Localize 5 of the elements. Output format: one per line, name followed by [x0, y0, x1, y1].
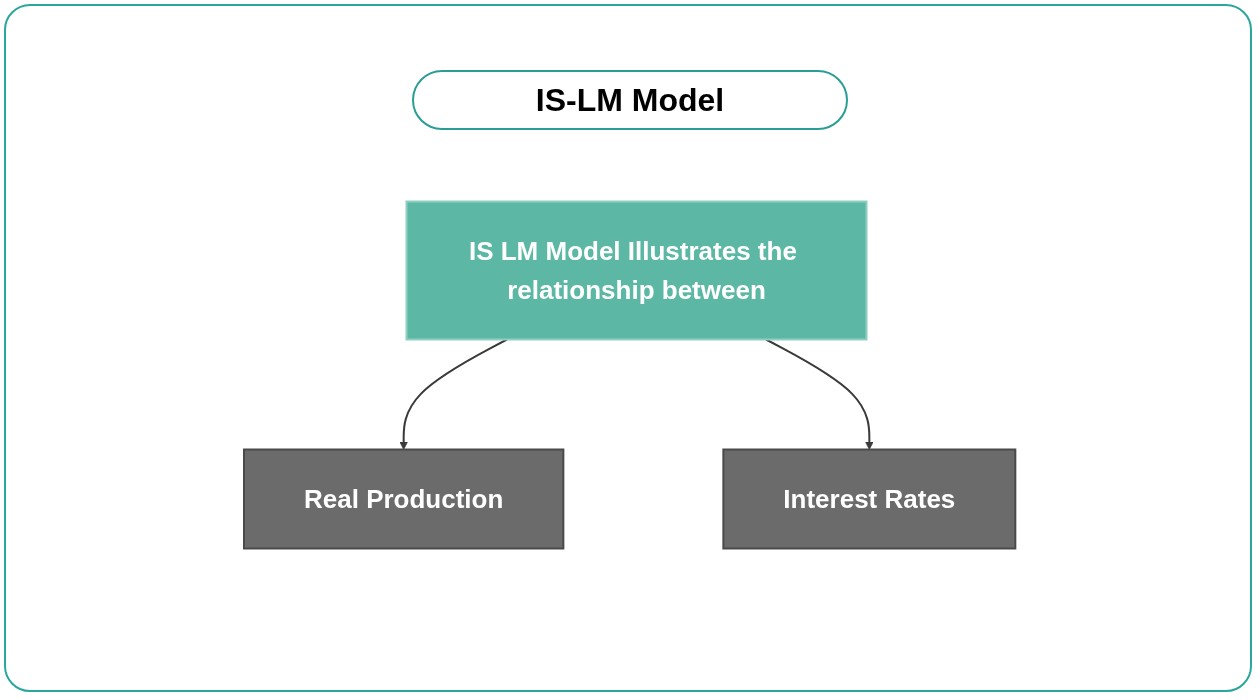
node-box: IS LM Model Illustrates the relationship between	[405, 200, 868, 341]
node-box: Real Production	[243, 448, 565, 550]
arrow	[765, 338, 875, 450]
node-box: Interest Rates	[722, 448, 1017, 550]
diagram-title: IS-LM Model	[412, 70, 848, 130]
